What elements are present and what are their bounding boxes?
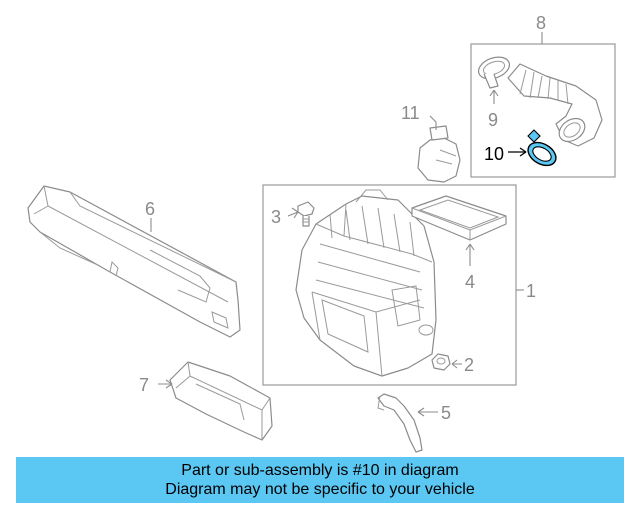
assembly-box-8 <box>470 43 616 178</box>
part-9-hose-clamp[interactable] <box>476 53 513 89</box>
part-5-hose[interactable] <box>377 393 423 453</box>
callout-10: 10 <box>484 144 504 164</box>
callout-6: 6 <box>145 199 155 219</box>
part-2-nut[interactable] <box>431 353 451 371</box>
callout-2: 2 <box>464 355 474 375</box>
part-6-intake-duct[interactable] <box>27 185 241 338</box>
callout-8: 8 <box>536 13 546 33</box>
part-3-bolt[interactable] <box>297 201 315 227</box>
diagram-notice-banner: Part or sub-assembly is #10 in diagram D… <box>16 457 624 503</box>
part-10-hose-clamp-highlighted[interactable] <box>524 129 560 170</box>
notice-disclaimer-line: Diagram may not be specific to your vehi… <box>165 481 475 498</box>
part-7-inlet-duct[interactable] <box>169 361 273 441</box>
part-11-sensor[interactable] <box>417 125 461 183</box>
callout-4: 4 <box>465 272 475 292</box>
part-8-intake-hose[interactable] <box>507 63 603 147</box>
callout-labels: 1 2 3 4 5 6 7 8 9 10 11 <box>139 13 546 423</box>
assembly-box-1 <box>262 184 517 386</box>
part-4-filter-element[interactable] <box>411 195 507 241</box>
callout-5: 5 <box>441 403 451 423</box>
notice-part-line: Part or sub-assembly is #10 in diagram <box>181 462 459 479</box>
callout-11: 11 <box>401 103 420 123</box>
callout-3: 3 <box>271 207 281 227</box>
callout-1: 1 <box>526 281 536 301</box>
callout-7: 7 <box>139 375 149 395</box>
leader-lines <box>150 32 543 417</box>
part-1-air-cleaner-housing[interactable] <box>295 189 437 377</box>
callout-9: 9 <box>488 110 498 130</box>
